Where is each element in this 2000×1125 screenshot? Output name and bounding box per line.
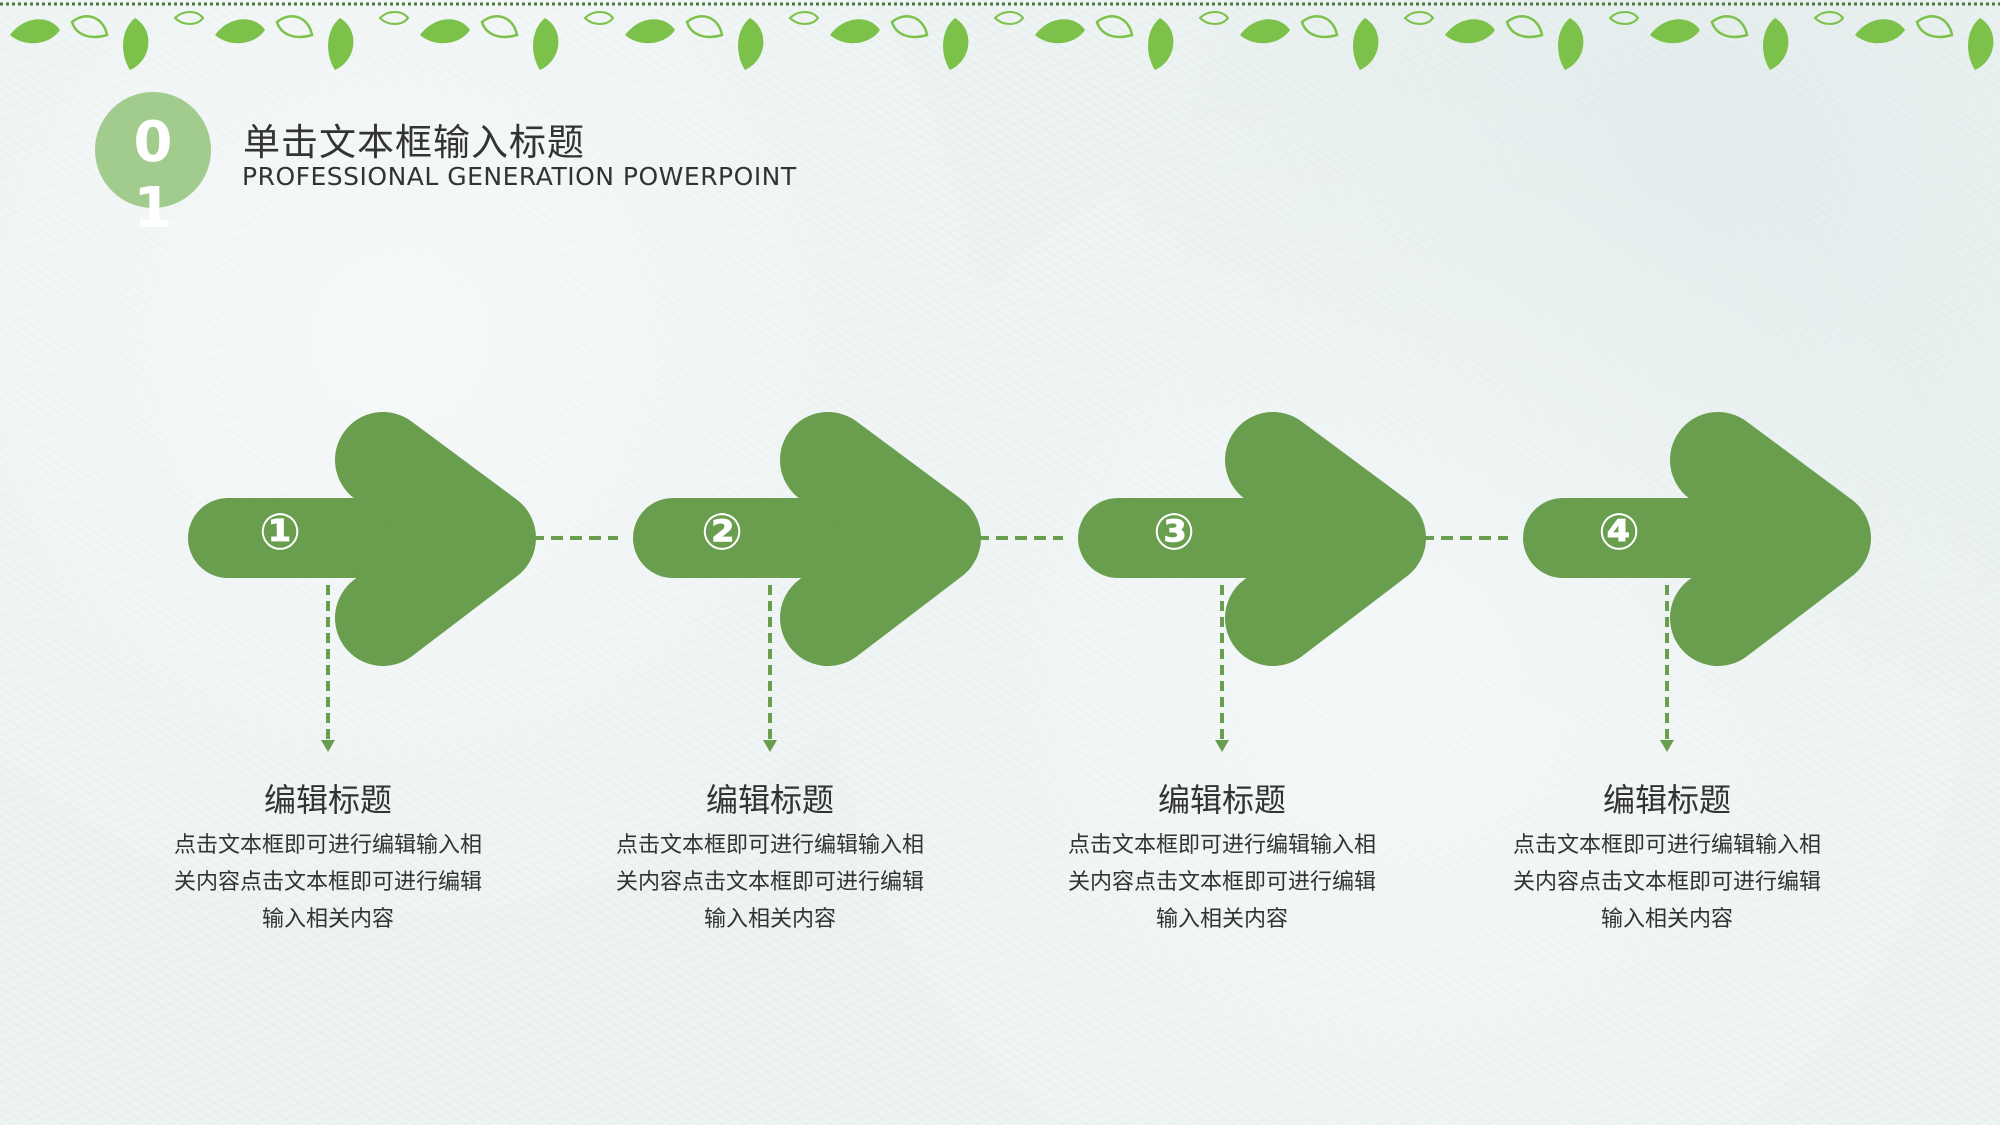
leaf-icon [275,15,314,39]
leaf-icon [10,19,60,44]
leaf-icon [123,18,149,70]
leaf-icon [1968,18,1994,70]
leaf-icon [1353,18,1379,70]
leaf-icon [625,19,675,44]
leaf-icon [685,15,724,39]
leaf-icon [1445,19,1495,44]
leaf-icon [1240,19,1290,44]
leaf-icon [993,11,1025,25]
arrow-1 [188,412,536,666]
step-title-3: 编辑标题 [1157,781,1286,819]
leaf-icon [420,19,470,44]
pointer-tip-3 [1215,740,1229,752]
step-title-4: 编辑标题 [1602,781,1731,819]
leaf-icon [173,11,205,25]
step-description-4: 点击文本框即可进行编辑输入相关内容点击文本框即可进行编辑输入相关内容 [1512,833,1821,932]
arrow-3 [1078,412,1426,666]
page-title: 单击文本框输入标题 [243,121,585,164]
leaf-icon [830,19,880,44]
page-subtitle: PROFESSIONAL GENERATION POWERPOINT [242,162,797,191]
leaf-icon [215,19,265,44]
leaf-icon [788,11,820,25]
leaf-icon [1855,19,1905,44]
leaf-icon [1148,18,1174,70]
step-number-3: ③ [1152,503,1196,561]
leaf-icon [533,18,559,70]
leaf-icon [1095,15,1134,39]
arrow-4 [1523,412,1871,666]
leaf-icon [1300,15,1339,39]
pointer-tip-4 [1660,740,1674,752]
step-number-2: ② [700,503,744,561]
leaf-icon [1403,11,1435,25]
leaf-icon [1650,19,1700,44]
leaf-icon [1710,15,1749,39]
step-number-4: ④ [1597,503,1641,561]
step-description-3: 点击文本框即可进行编辑输入相关内容点击文本框即可进行编辑输入相关内容 [1067,833,1376,932]
leaf-icon [328,18,354,70]
leaf-icon [1608,11,1640,25]
step-number-1: ① [258,503,302,561]
leaf-icon [890,15,929,39]
section-badge [95,92,211,208]
leaf-border [0,2,2000,70]
leaf-icon [738,18,764,70]
leaf-icon [70,15,109,39]
leaf-icon [1558,18,1584,70]
leaf-icon [1813,11,1845,25]
step-description-2: 点击文本框即可进行编辑输入相关内容点击文本框即可进行编辑输入相关内容 [615,833,924,932]
step-title-2: 编辑标题 [705,781,834,819]
leaf-icon [378,11,410,25]
leaf-icon [1763,18,1789,70]
leaf-icon [1505,15,1544,39]
step-description-1: 点击文本框即可进行编辑输入相关内容点击文本框即可进行编辑输入相关内容 [173,833,482,932]
step-title-1: 编辑标题 [263,781,392,819]
leaf-icon [1198,11,1230,25]
pointer-tip-2 [763,740,777,752]
section-number: 01 [133,110,173,241]
leaf-icon [480,15,519,39]
pointer-tip-1 [321,740,335,752]
leaf-icon [1915,15,1954,39]
leaf-icon [943,18,969,70]
arrow-2 [633,412,981,666]
leaf-icon [583,11,615,25]
leaf-icon [1035,19,1085,44]
